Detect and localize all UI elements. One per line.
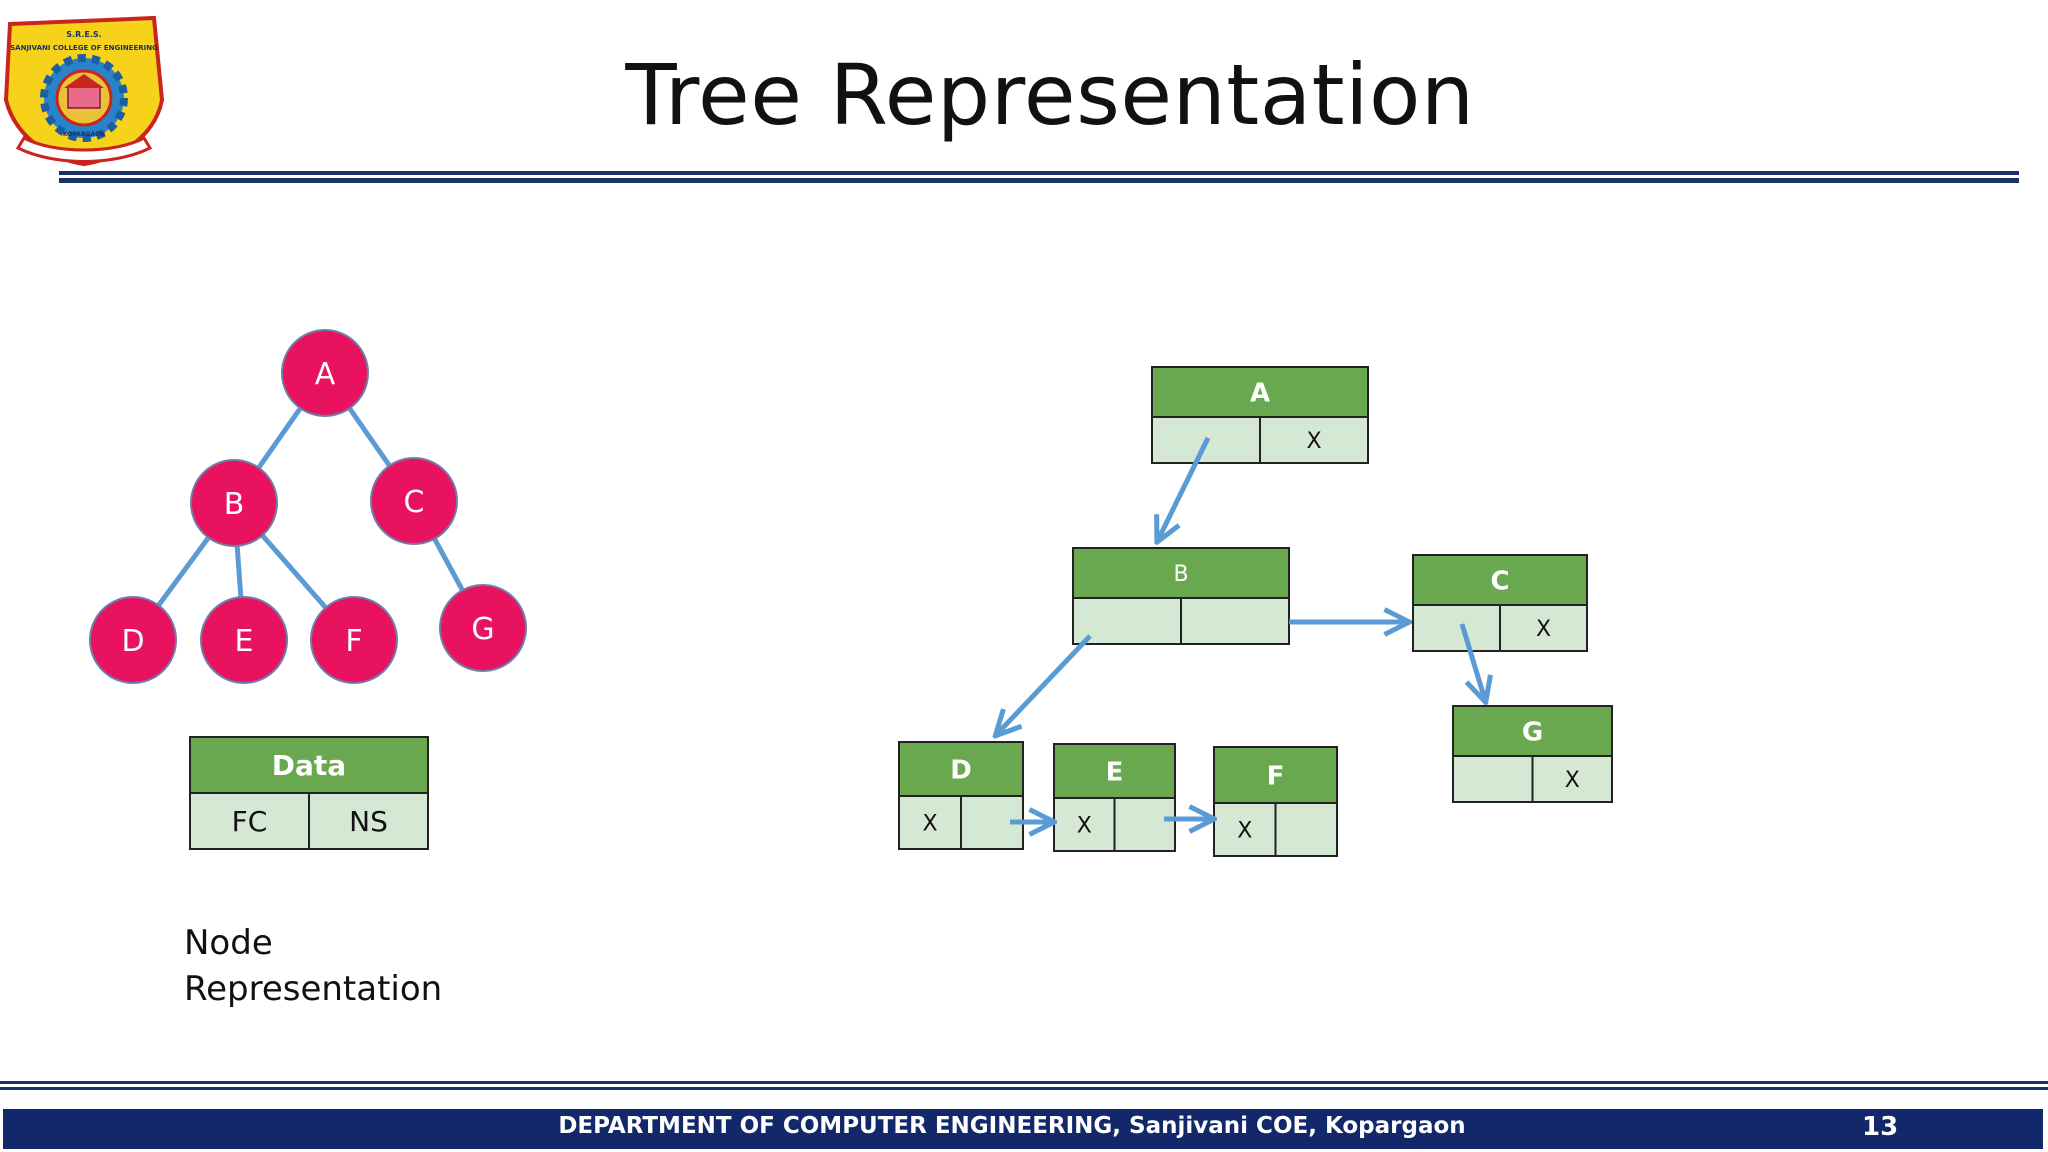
legend-node-box-ns: NS — [349, 805, 388, 838]
pointer-arrow-c-g — [1459, 623, 1485, 700]
linked-node-g-fc-cell — [1452, 755, 1534, 803]
node-representation-caption: Node Representation — [184, 920, 442, 1012]
linked-node-d: DX — [898, 741, 1024, 850]
linked-node-b: B — [1072, 547, 1290, 645]
linked-node-a: AX — [1151, 366, 1369, 464]
logo-place: KOPARGAON — [63, 131, 105, 138]
linked-node-e-header — [1053, 743, 1176, 799]
logo-org-name: SANJIVANI COLLEGE OF ENGINEERING — [10, 44, 158, 52]
logo-org-short: S.R.E.S. — [66, 30, 101, 39]
slide-title: Tree Representation — [625, 46, 1475, 144]
legend-node-box-fc: FC — [232, 805, 268, 838]
linked-node-c-label: C — [1490, 566, 1509, 596]
footer-rule — [0, 1081, 2048, 1084]
linked-node-g-ns: X — [1565, 768, 1580, 793]
caption-line-1: Node — [184, 923, 273, 963]
tree-node-c: C — [370, 457, 458, 545]
tree-node-label: D — [121, 624, 144, 659]
tree-node-d: D — [89, 596, 177, 684]
linked-node-e-fc-cell — [1053, 797, 1116, 852]
linked-node-f: FX — [1213, 746, 1338, 857]
legend-node-box-label: Data — [272, 749, 346, 782]
legend-node-box-ns-cell — [308, 792, 429, 850]
tree-node-circle — [370, 457, 458, 545]
tree-node-b: B — [190, 459, 278, 547]
linked-node-g: GX — [1452, 705, 1613, 803]
tree-node-circle — [200, 596, 288, 684]
linked-node-f-ns-cell — [1274, 802, 1338, 857]
linked-node-a-ns: X — [1306, 429, 1321, 454]
tree-node-circle — [310, 596, 398, 684]
linked-node-b-label: B — [1173, 562, 1188, 587]
tree-node-a: A — [281, 329, 369, 417]
linked-node-g-label: G — [1522, 717, 1543, 747]
linked-node-f-fc: X — [1237, 818, 1252, 843]
linked-node-c-fc-cell — [1412, 604, 1501, 652]
legend-node-box-fc-cell — [189, 792, 310, 850]
tree-node-label: E — [235, 624, 254, 659]
footer-rule-2 — [0, 1087, 2048, 1090]
linked-node-e: EX — [1053, 743, 1176, 852]
tree-node-circle — [281, 329, 369, 417]
linked-node-a-label: A — [1250, 378, 1270, 408]
tree-node-e: E — [200, 596, 288, 684]
tree-node-circle — [439, 584, 527, 672]
linked-node-c-header — [1412, 554, 1588, 606]
title-rule-thick — [59, 178, 2019, 183]
linked-node-d-header — [898, 741, 1024, 797]
linked-node-a-header — [1151, 366, 1369, 418]
tree-node-g: G — [439, 584, 527, 672]
linked-node-c-ns-cell — [1499, 604, 1588, 652]
tree-node-label: F — [345, 624, 362, 659]
linked-node-b-header — [1072, 547, 1290, 599]
college-logo: S.R.E.S. SANJIVANI COLLEGE OF ENGINEERIN… — [4, 15, 164, 167]
tree-node-circle — [190, 459, 278, 547]
tree-node-label: C — [404, 485, 425, 520]
linked-node-d-fc: X — [922, 811, 937, 836]
pointer-arrow-a-b — [1158, 436, 1211, 540]
tree-node-f: F — [310, 596, 398, 684]
linked-node-f-header — [1213, 746, 1338, 804]
linked-node-c: CX — [1412, 554, 1588, 652]
linked-node-d-fc-cell — [898, 795, 962, 850]
page-number: 13 — [1862, 1112, 1899, 1142]
linked-node-f-label: F — [1267, 761, 1285, 791]
linked-node-f-fc-cell — [1213, 802, 1277, 857]
linked-node-b-ns-cell — [1180, 597, 1290, 645]
tree-node-label: A — [315, 357, 336, 392]
linked-node-c-ns: X — [1536, 617, 1551, 642]
caption-line-2: Representation — [184, 969, 443, 1009]
tree-node-label: G — [471, 612, 494, 647]
linked-node-e-ns-cell — [1113, 797, 1176, 852]
linked-node-d-label: D — [950, 755, 972, 785]
linked-node-e-label: E — [1106, 757, 1124, 787]
linked-node-b-fc-cell — [1072, 597, 1182, 645]
tree-node-circle — [89, 596, 177, 684]
linked-node-e-fc: X — [1077, 813, 1092, 838]
college-emblem-icon — [40, 54, 128, 142]
linked-node-a-ns-cell — [1259, 416, 1369, 464]
linked-node-g-ns-cell — [1531, 755, 1613, 803]
title-rule — [59, 171, 2019, 175]
legend-node-box-header — [189, 736, 429, 794]
tree-node-label: B — [224, 487, 245, 522]
footer-band — [3, 1109, 2043, 1149]
footer-text: DEPARTMENT OF COMPUTER ENGINEERING, Sanj… — [558, 1113, 1466, 1139]
pointer-arrow-b-d — [997, 634, 1092, 734]
